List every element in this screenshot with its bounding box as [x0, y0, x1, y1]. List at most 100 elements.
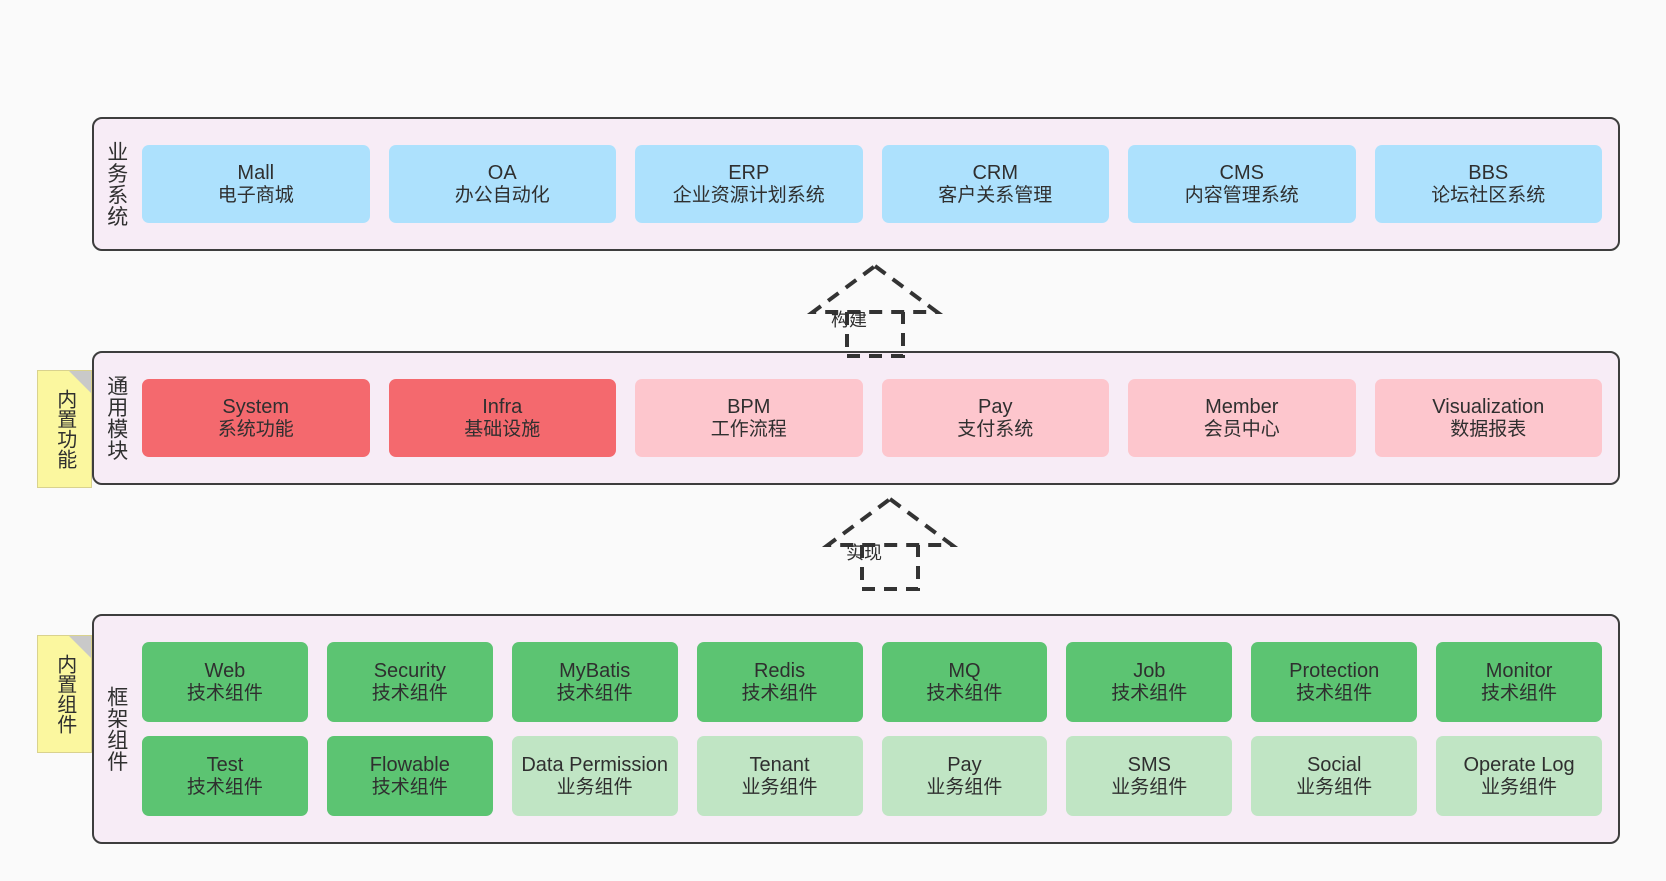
- layer-modules-label: 通用模块: [104, 375, 128, 461]
- node-subtitle: 技术组件: [186, 682, 263, 704]
- note-fold-icon: [69, 636, 91, 658]
- node-title: SMS: [1127, 753, 1171, 776]
- node-title: Monitor: [1485, 659, 1553, 682]
- node-title: Member: [1205, 395, 1279, 418]
- node-tenant[interactable]: Tenant 业务组件: [696, 736, 863, 816]
- node-subtitle: 业务组件: [1296, 776, 1373, 798]
- node-subtitle: 数据报表: [1450, 418, 1527, 440]
- node-visualization[interactable]: Visualization 数据报表: [1374, 379, 1602, 457]
- node-subtitle: 业务组件: [926, 776, 1003, 798]
- node-title: Job: [1133, 659, 1166, 682]
- node-subtitle: 系统功能: [217, 418, 294, 440]
- node-title: OA: [487, 161, 517, 184]
- node-infra[interactable]: Infra 基础设施: [388, 379, 616, 457]
- layer-modules-body: System 系统功能 Infra 基础设施 BPM 工作流程 Pay 支付系统…: [138, 353, 1618, 483]
- modules-node-row: System 系统功能 Infra 基础设施 BPM 工作流程 Pay 支付系统…: [142, 379, 1602, 457]
- node-subtitle: 支付系统: [957, 418, 1034, 440]
- connector-implement-label: 实现: [846, 543, 882, 563]
- layer-business-label: 业务系统: [104, 141, 128, 227]
- node-subtitle: 技术组件: [1296, 682, 1373, 704]
- node-title: Protection: [1289, 659, 1380, 682]
- node-subtitle: 技术组件: [371, 682, 448, 704]
- node-title: BBS: [1468, 161, 1509, 184]
- node-title: Flowable: [369, 753, 450, 776]
- node-data-permission[interactable]: Data Permission 业务组件: [511, 736, 678, 816]
- node-title: Test: [206, 753, 244, 776]
- node-subtitle: 工作流程: [710, 418, 787, 440]
- node-oa[interactable]: OA 办公自动化: [388, 145, 616, 223]
- connector-build: 构建: [795, 262, 955, 360]
- note-label: 内置组件: [53, 654, 76, 734]
- node-pay-component[interactable]: Pay 业务组件: [881, 736, 1048, 816]
- node-title: Pay: [947, 753, 982, 776]
- node-subtitle: 客户关系管理: [938, 184, 1053, 206]
- node-subtitle: 技术组件: [1481, 682, 1558, 704]
- layer-common-modules: 通用模块 System 系统功能 Infra 基础设施 BPM 工作流程 Pay…: [92, 351, 1620, 485]
- node-subtitle: 企业资源计划系统: [672, 184, 825, 206]
- node-title: Operate Log: [1463, 753, 1575, 776]
- node-title: Social: [1306, 753, 1362, 776]
- node-subtitle: 办公自动化: [454, 184, 550, 206]
- node-subtitle: 基础设施: [464, 418, 541, 440]
- connector-implement: 实现: [810, 495, 970, 593]
- node-mq[interactable]: MQ 技术组件: [881, 642, 1048, 722]
- node-title: Pay: [978, 395, 1013, 418]
- node-flowable[interactable]: Flowable 技术组件: [326, 736, 493, 816]
- node-title: Data Permission: [521, 753, 669, 776]
- node-title: MyBatis: [559, 659, 631, 682]
- note-label: 内置功能: [53, 389, 76, 469]
- node-bpm[interactable]: BPM 工作流程: [635, 379, 863, 457]
- node-system[interactable]: System 系统功能: [142, 379, 370, 457]
- layer-framework-components: 框架组件 Web 技术组件 Security 技术组件 MyBatis 技术组件…: [92, 614, 1620, 844]
- node-subtitle: 技术组件: [556, 682, 633, 704]
- connector-build-label: 构建: [831, 310, 867, 330]
- node-title: Mall: [237, 161, 275, 184]
- node-sms[interactable]: SMS 业务组件: [1066, 736, 1233, 816]
- node-subtitle: 论坛社区系统: [1431, 184, 1546, 206]
- node-pay-module[interactable]: Pay 支付系统: [881, 379, 1109, 457]
- node-test[interactable]: Test 技术组件: [142, 736, 308, 816]
- framework-biz-row: Test 技术组件 Flowable 技术组件 Data Permission …: [142, 736, 1602, 816]
- note-fold-icon: [69, 371, 91, 393]
- node-title: Tenant: [749, 753, 810, 776]
- node-subtitle: 业务组件: [556, 776, 633, 798]
- layer-business-body: Mall 电子商城 OA 办公自动化 ERP 企业资源计划系统 CRM 客户关系…: [138, 119, 1618, 249]
- node-subtitle: 业务组件: [741, 776, 818, 798]
- node-subtitle: 技术组件: [926, 682, 1003, 704]
- node-cms[interactable]: CMS 内容管理系统: [1128, 145, 1356, 223]
- node-protection[interactable]: Protection 技术组件: [1251, 642, 1418, 722]
- node-subtitle: 业务组件: [1481, 776, 1558, 798]
- note-builtin-components: 内置组件: [37, 635, 92, 753]
- node-erp[interactable]: ERP 企业资源计划系统: [635, 145, 863, 223]
- node-title: Security: [373, 659, 446, 682]
- node-title: ERP: [728, 161, 770, 184]
- node-subtitle: 会员中心: [1203, 418, 1280, 440]
- node-job[interactable]: Job 技术组件: [1066, 642, 1233, 722]
- node-subtitle: 业务组件: [1111, 776, 1188, 798]
- node-title: CRM: [972, 161, 1019, 184]
- connector-implement-arrow: [821, 496, 959, 591]
- node-mall[interactable]: Mall 电子商城: [142, 145, 370, 223]
- node-title: System: [222, 395, 290, 418]
- node-operate-log[interactable]: Operate Log 业务组件: [1436, 736, 1602, 816]
- node-redis[interactable]: Redis 技术组件: [696, 642, 863, 722]
- layer-framework-body: Web 技术组件 Security 技术组件 MyBatis 技术组件 Redi…: [138, 616, 1618, 842]
- node-subtitle: 技术组件: [1111, 682, 1188, 704]
- node-social[interactable]: Social 业务组件: [1251, 736, 1418, 816]
- node-security[interactable]: Security 技术组件: [326, 642, 493, 722]
- node-subtitle: 技术组件: [371, 776, 448, 798]
- node-title: Infra: [482, 395, 523, 418]
- node-monitor[interactable]: Monitor 技术组件: [1436, 642, 1602, 722]
- node-crm[interactable]: CRM 客户关系管理: [881, 145, 1109, 223]
- node-web[interactable]: Web 技术组件: [142, 642, 308, 722]
- node-title: MQ: [948, 659, 981, 682]
- note-builtin-features: 内置功能: [37, 370, 92, 488]
- layer-business-systems: 业务系统 Mall 电子商城 OA 办公自动化 ERP 企业资源计划系统 CRM…: [92, 117, 1620, 251]
- node-subtitle: 技术组件: [186, 776, 263, 798]
- node-bbs[interactable]: BBS 论坛社区系统: [1374, 145, 1602, 223]
- node-mybatis[interactable]: MyBatis 技术组件: [511, 642, 678, 722]
- node-member[interactable]: Member 会员中心: [1128, 379, 1356, 457]
- node-title: BPM: [727, 395, 771, 418]
- node-subtitle: 内容管理系统: [1184, 184, 1299, 206]
